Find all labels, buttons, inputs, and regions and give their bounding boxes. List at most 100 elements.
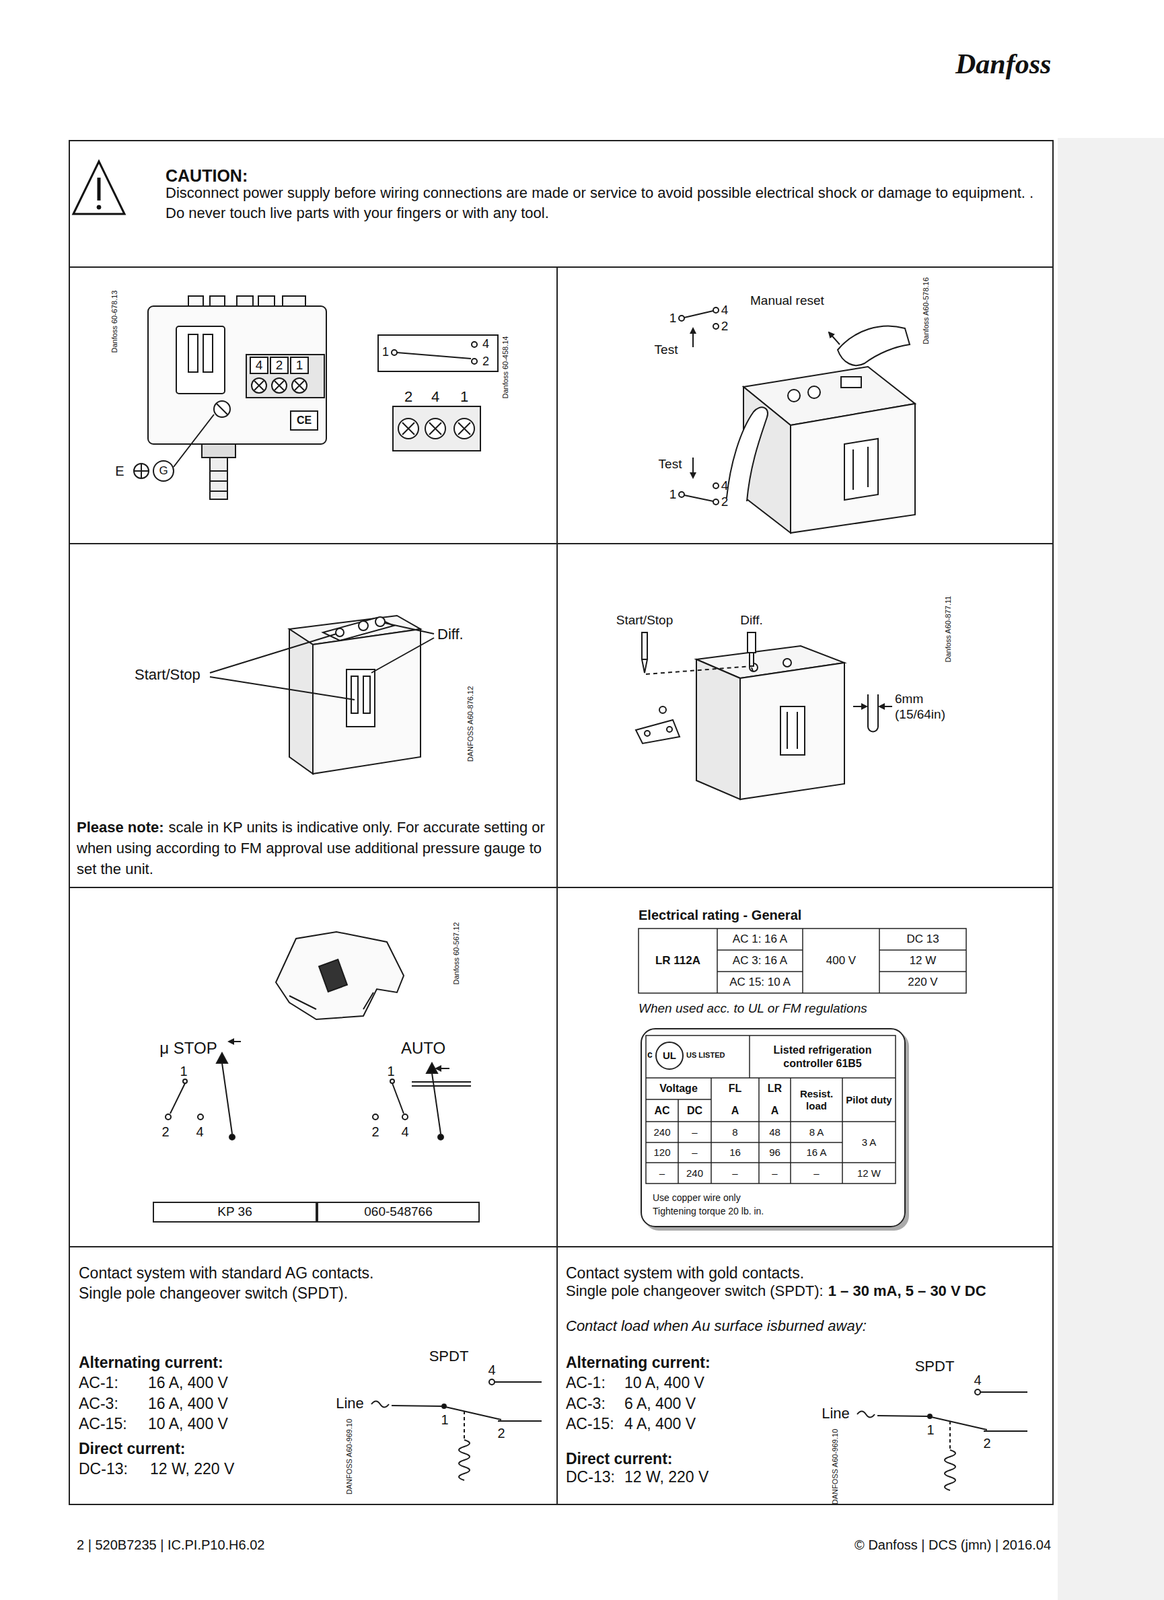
- node-text: Disconnect power supply before wiring co…: [165, 183, 1041, 204]
- switch-housing-part: [188, 334, 198, 373]
- tool-illustration-part: [641, 659, 648, 673]
- table-cell: Resist. load: [790, 1077, 843, 1122]
- setting-illustration-part: [289, 629, 313, 774]
- node-text: DC-13:: [78, 1460, 128, 1479]
- table-cell: –: [645, 1162, 679, 1184]
- label: SPDT: [429, 1347, 469, 1366]
- reset-illustration-part: [828, 332, 840, 345]
- label: 1: [460, 388, 469, 406]
- mode-contacts-part: [165, 1114, 171, 1120]
- tool-illustration-part: [645, 666, 754, 675]
- label: 4: [401, 1123, 409, 1140]
- node-text: 060-548766: [318, 1203, 479, 1222]
- spdt-symbol-part: [877, 1415, 928, 1417]
- mode-contacts-part: [435, 1067, 450, 1070]
- mode-contacts-part: [197, 1114, 204, 1120]
- node-text: 16 A, 400 V: [148, 1373, 229, 1393]
- ul-table-part: [645, 1035, 896, 1184]
- switch-housing-part: [213, 401, 231, 418]
- brand-logo: Danfoss: [955, 47, 1051, 81]
- label: 1: [669, 310, 677, 327]
- mode-contacts-part: [228, 1040, 241, 1043]
- mode-contacts-part: [390, 1079, 395, 1084]
- reset-illustration-part: [684, 310, 714, 318]
- node-text: 4 A, 400 V: [624, 1414, 696, 1434]
- reset-illustration-part: [841, 376, 862, 388]
- setting-illustration-part: [312, 629, 421, 774]
- tool-illustration-part: [853, 705, 867, 708]
- table-cell: FL: [711, 1077, 759, 1100]
- spdt-symbol-part: [442, 1404, 447, 1409]
- node-text: Contact system with standard AG contacts…: [78, 1264, 374, 1284]
- mode-contacts-part: [411, 1081, 471, 1083]
- drawing-code: Danfoss A60-578.16: [921, 277, 931, 345]
- label: Start/Stop: [616, 612, 674, 629]
- ul-table-part: [645, 1161, 896, 1164]
- table-cell: 12 W: [842, 1162, 896, 1184]
- drawing-code: Danfoss A60-877.11: [943, 596, 953, 663]
- contact-schematic-part: [391, 349, 397, 356]
- label: © Danfoss | DCS (jmn) | 2016.04: [854, 1536, 1051, 1553]
- earth-symbol-part: [133, 463, 149, 479]
- spdt-symbol: [371, 1379, 542, 1481]
- spdt-symbol-part: [494, 1381, 542, 1383]
- tool-illustration-part: [867, 713, 879, 733]
- label: Line: [821, 1404, 850, 1423]
- table-cell: Voltage: [645, 1077, 712, 1100]
- ul-table-part: [645, 1077, 896, 1079]
- switch-housing-part: [236, 296, 253, 307]
- label: 6mm (15/64in): [894, 691, 959, 723]
- table-cell: 3 A: [842, 1121, 896, 1163]
- contact-panel: Contact system with standard AG contacts…: [69, 1246, 558, 1505]
- rating-table-part: [716, 928, 718, 994]
- reset-illustration-part: [787, 389, 800, 402]
- tool-illustration: [635, 632, 893, 800]
- frame-part: [556, 267, 558, 1505]
- label: 4: [721, 478, 729, 494]
- label: Use copper wire only: [652, 1192, 741, 1204]
- node-text: 10 A, 400 V: [148, 1414, 229, 1434]
- spdt-symbol-part: [371, 1401, 389, 1408]
- setting-illustration-part: [358, 621, 369, 631]
- label: Please note:: [76, 816, 165, 838]
- rating-table-part: [879, 949, 967, 951]
- tool-illustration-part: [740, 662, 845, 800]
- table-cell: 220 V: [879, 971, 967, 994]
- label: 4: [973, 1371, 981, 1389]
- frame-part: [69, 140, 1053, 1505]
- reset-illustration-part: [678, 491, 685, 498]
- label: AUTO: [401, 1038, 446, 1059]
- table-cell: DC 13: [879, 928, 967, 951]
- label: 1: [296, 357, 304, 374]
- mode-contacts-part: [392, 1083, 404, 1114]
- switch-housing-part: [254, 380, 305, 391]
- label: 1: [669, 487, 677, 503]
- tool-illustration-part: [659, 706, 667, 714]
- switch-housing-part: [290, 357, 309, 374]
- switch-housing-part: [201, 444, 236, 458]
- table-cell: 8 A: [790, 1121, 843, 1143]
- spdt-symbol-part: [944, 1449, 956, 1491]
- node-text: Listed refrigeration controller 61B5: [749, 1035, 896, 1078]
- setting-illustration-part: [375, 616, 385, 627]
- node-text: Direct current:: [565, 1449, 673, 1469]
- setting-illustration-part: [209, 633, 337, 673]
- rating-table-part: [717, 949, 803, 951]
- label: 1: [179, 1063, 188, 1080]
- spdt-symbol-part: [489, 1379, 495, 1385]
- setting-illustration-part: [209, 676, 355, 700]
- spdt-symbol: [857, 1389, 1028, 1491]
- drawing-code: Danfoss 60-567.12: [452, 922, 461, 986]
- table-cell: 240: [678, 1162, 712, 1184]
- reset-illustration-part: [692, 457, 694, 478]
- drawing-code: Danfoss 60-458.14: [501, 336, 511, 399]
- tool-illustration-part: [644, 730, 650, 737]
- switch-housing-part: [209, 470, 228, 492]
- setting-illustration: [209, 615, 434, 774]
- mode-contacts-part: [426, 1063, 438, 1074]
- setting-illustration-part: [322, 617, 394, 641]
- spdt-symbol-part: [391, 1405, 443, 1407]
- reset-illustration-part: [790, 403, 916, 533]
- switch-housing-part: [176, 326, 225, 394]
